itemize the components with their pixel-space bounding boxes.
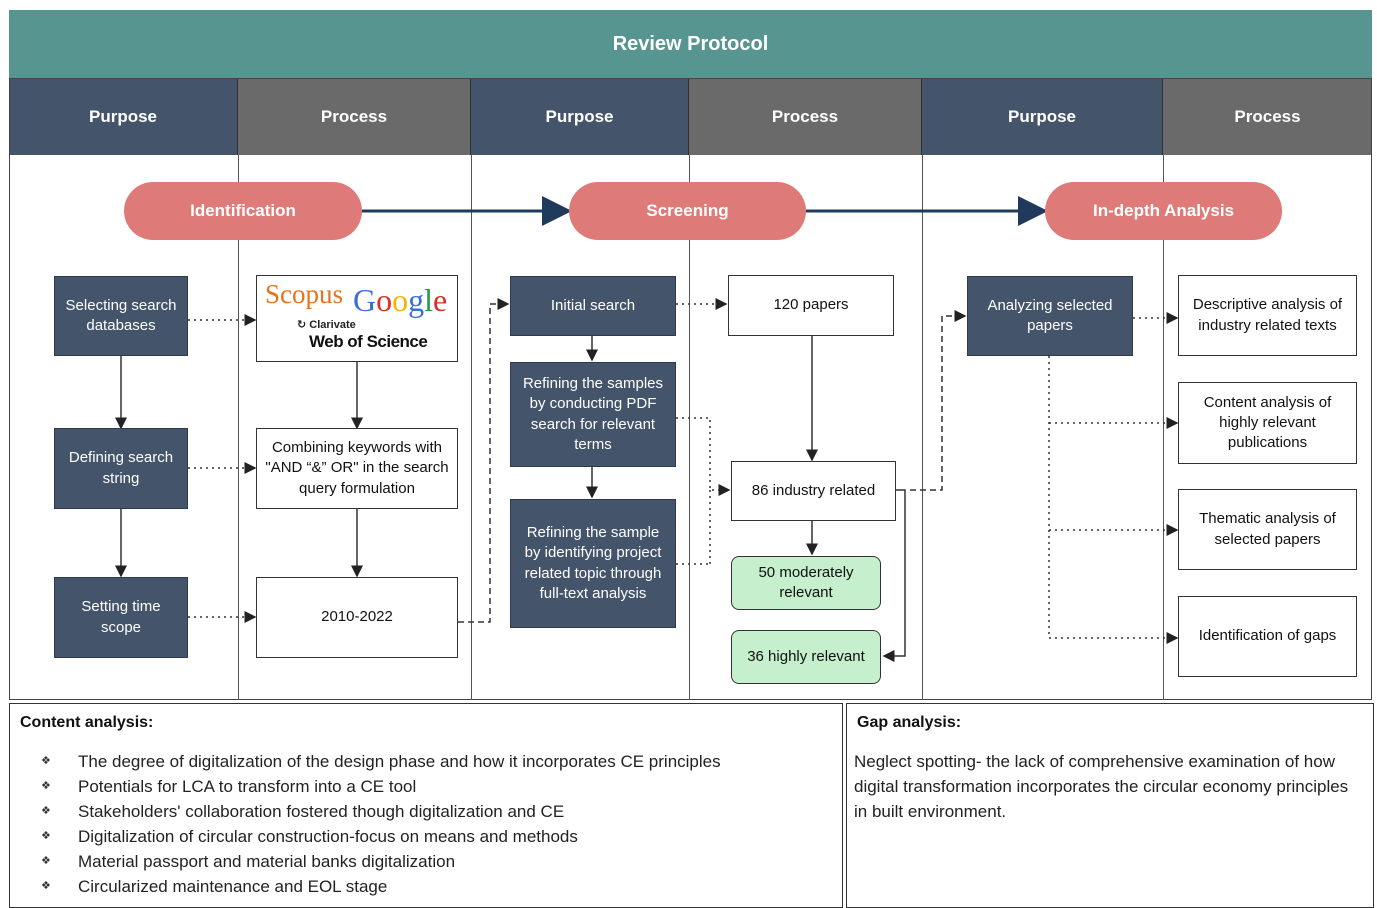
- column-divider: [471, 155, 472, 700]
- protocol-grid: [9, 78, 1372, 700]
- purpose-defining-search-string: Defining search string: [54, 428, 188, 509]
- time-range-process: 2010-2022: [256, 577, 458, 658]
- list-item: ❖Circularized maintenance and EOL stage: [18, 874, 828, 899]
- google-logo: Google: [353, 282, 448, 318]
- diamond-bullet-icon: ❖: [41, 880, 51, 892]
- result-36-highly-relevant: 36 highly relevant: [731, 630, 881, 684]
- process-descriptive-analysis: Descriptive analysis of industry related…: [1178, 275, 1357, 356]
- purpose-setting-time-scope: Setting time scope: [54, 577, 188, 658]
- gap-analysis-text: Neglect spotting- the lack of comprehens…: [854, 752, 1349, 821]
- content-analysis-list: ❖The degree of digitalization of the des…: [18, 749, 828, 899]
- stage-screening: Screening: [569, 182, 806, 240]
- header-purpose-1: Purpose: [9, 78, 238, 155]
- header-process-2: Process: [689, 78, 922, 155]
- purpose-analyzing-papers: Analyzing selected papers: [967, 276, 1133, 356]
- content-analysis-title: Content analysis:: [20, 714, 154, 731]
- clarivate-icon: ↻: [297, 319, 307, 331]
- column-divider: [238, 155, 239, 700]
- list-item: ❖The degree of digitalization of the des…: [18, 749, 828, 774]
- result-50-moderately-relevant: 50 moderately relevant: [731, 556, 881, 610]
- diamond-bullet-icon: ❖: [41, 780, 51, 792]
- list-item: ❖Material passport and material banks di…: [18, 849, 828, 874]
- gap-analysis-panel: Gap analysis: Neglect spotting- the lack…: [846, 703, 1374, 908]
- process-identification-of-gaps: Identification of gaps: [1178, 596, 1357, 677]
- review-protocol-title: Review Protocol: [9, 10, 1372, 78]
- purpose-selecting-databases: Selecting search databases: [54, 276, 188, 356]
- diamond-bullet-icon: ❖: [41, 805, 51, 817]
- purpose-full-text-analysis: Refining the sample by identifying proje…: [510, 499, 676, 628]
- result-86-industry-related: 86 industry related: [731, 461, 896, 521]
- stage-in-depth-analysis: In-depth Analysis: [1045, 182, 1282, 240]
- web-of-science-logo: Web of Science: [309, 332, 428, 351]
- list-item: ❖Stakeholders' collaboration fostered th…: [18, 799, 828, 824]
- header-process-1: Process: [238, 78, 471, 155]
- scopus-logo: Scopus: [265, 279, 344, 309]
- gap-analysis-title: Gap analysis:: [857, 714, 962, 731]
- process-content-analysis: Content analysis of highly relevant publ…: [1178, 382, 1357, 464]
- column-divider: [1163, 155, 1164, 700]
- column-divider: [689, 155, 690, 700]
- purpose-pdf-search: Refining the samples by conducting PDF s…: [510, 362, 676, 467]
- diamond-bullet-icon: ❖: [41, 830, 51, 842]
- header-process-3: Process: [1163, 78, 1372, 155]
- process-thematic-analysis: Thematic analysis of selected papers: [1178, 489, 1357, 570]
- result-120-papers: 120 papers: [728, 275, 894, 336]
- list-item: ❖Potentials for LCA to transform into a …: [18, 774, 828, 799]
- content-analysis-panel: Content analysis: ❖The degree of digital…: [9, 703, 843, 908]
- purpose-initial-search: Initial search: [510, 276, 676, 336]
- diamond-bullet-icon: ❖: [41, 755, 51, 767]
- keywords-process: Combining keywords with "AND “&” OR" in …: [256, 428, 458, 509]
- header-purpose-2: Purpose: [471, 78, 689, 155]
- stage-identification: Identification: [124, 182, 362, 240]
- header-purpose-3: Purpose: [922, 78, 1163, 155]
- database-logos: Scopus Google ↻ Clarivate Web of Science: [256, 275, 458, 362]
- column-divider: [922, 155, 923, 700]
- diamond-bullet-icon: ❖: [41, 855, 51, 867]
- list-item: ❖Digitalization of circular construction…: [18, 824, 828, 849]
- clarivate-logo: ↻ Clarivate: [297, 319, 356, 331]
